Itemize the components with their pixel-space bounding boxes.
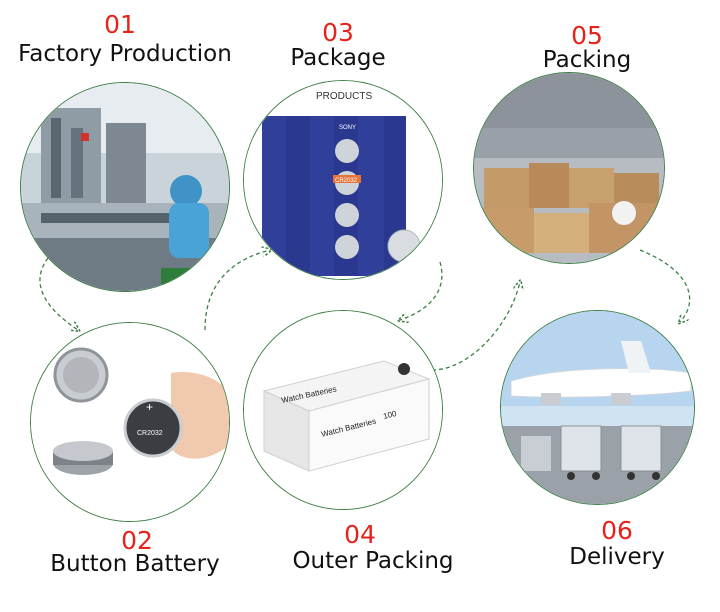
box-count: 100 (382, 409, 398, 421)
battery-model-text: CR2032 (137, 430, 163, 437)
svg-text:+: + (146, 400, 153, 414)
products-label: PRODUCTS (316, 91, 372, 102)
step-06-title: Delivery (569, 544, 665, 570)
arrow-05-to-06 (639, 249, 691, 322)
step-01-title: Factory Production (18, 41, 232, 67)
step-02-number: 02 (121, 526, 153, 555)
button-battery-photo: + CR2032 (30, 322, 230, 522)
arrow-03-to-04 (400, 261, 443, 320)
arrow-04-to-05 (431, 282, 520, 371)
step-05-title: Packing (542, 47, 632, 73)
warehouse-photo (473, 72, 665, 264)
blister-brand-text: SONY (339, 125, 356, 131)
step-05-number: 05 (571, 21, 603, 50)
step-02-title: Button Battery (50, 551, 220, 577)
package-photo: PRODUCTS CR2032 SONY (243, 80, 443, 280)
arrow-01-to-02 (39, 257, 78, 330)
factory-production-photo (20, 82, 230, 292)
arrow-02-to-03 (204, 250, 270, 331)
delivery-photo (500, 310, 695, 505)
step-04-number: 04 (344, 520, 376, 549)
blister-cards: CR2032 SONY (262, 116, 421, 276)
outer-packing-photo: Watch Batteries Watch Batteries 100 (243, 310, 443, 510)
step-06-number: 06 (601, 516, 633, 545)
step-01-number: 01 (104, 10, 136, 39)
blister-model-text: CR2032 (335, 178, 358, 184)
step-03-number: 03 (322, 18, 354, 47)
step-03-title: Package (290, 45, 386, 71)
step-04-title: Outer Packing (292, 548, 454, 574)
